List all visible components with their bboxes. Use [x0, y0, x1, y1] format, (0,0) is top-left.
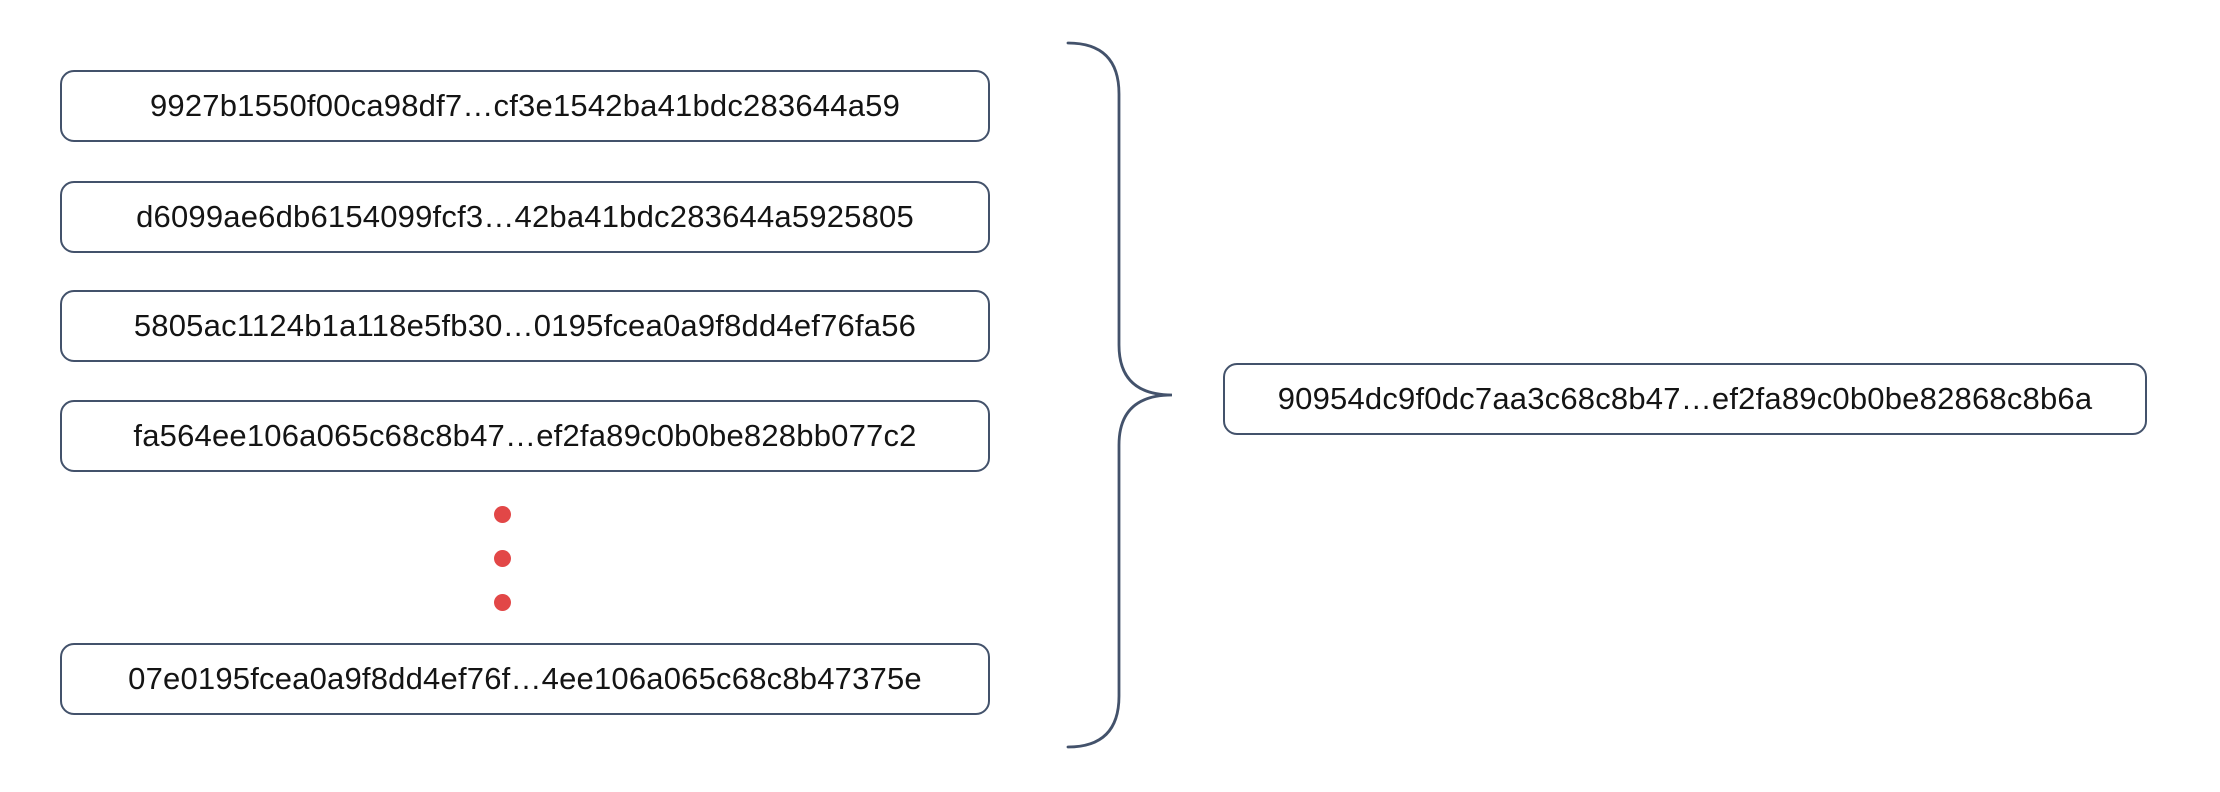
vertical-ellipsis-dot-2	[494, 550, 511, 567]
combined-hash-label: 90954dc9f0dc7aa3c68c8b47…ef2fa89c0b0be82…	[1277, 381, 2093, 416]
hash-block-5-label: 07e0195fcea0a9f8dd4ef76f…4ee106a065c68c8…	[128, 661, 922, 696]
hash-block-3: 5805ac1124b1a118e5fb30…0195fcea0a9f8dd4e…	[60, 290, 990, 362]
vertical-ellipsis-dot-3	[494, 594, 511, 611]
vertical-ellipsis-dot-1	[494, 506, 511, 523]
hash-block-4-label: fa564ee106a065c68c8b47…ef2fa89c0b0be828b…	[133, 418, 917, 453]
hash-block-5: 07e0195fcea0a9f8dd4ef76f…4ee106a065c68c8…	[60, 643, 990, 715]
hash-block-2-label: d6099ae6db6154099fcf3…42ba41bdc283644a59…	[136, 199, 914, 234]
combined-hash-block: 90954dc9f0dc7aa3c68c8b47…ef2fa89c0b0be82…	[1223, 363, 2147, 435]
hash-block-2: d6099ae6db6154099fcf3…42ba41bdc283644a59…	[60, 181, 990, 253]
hash-block-4: fa564ee106a065c68c8b47…ef2fa89c0b0be828b…	[60, 400, 990, 472]
hash-block-1: 9927b1550f00ca98df7…cf3e1542ba41bdc28364…	[60, 70, 990, 142]
hash-block-3-label: 5805ac1124b1a118e5fb30…0195fcea0a9f8dd4e…	[133, 308, 917, 343]
hash-block-1-label: 9927b1550f00ca98df7…cf3e1542ba41bdc28364…	[149, 88, 901, 123]
